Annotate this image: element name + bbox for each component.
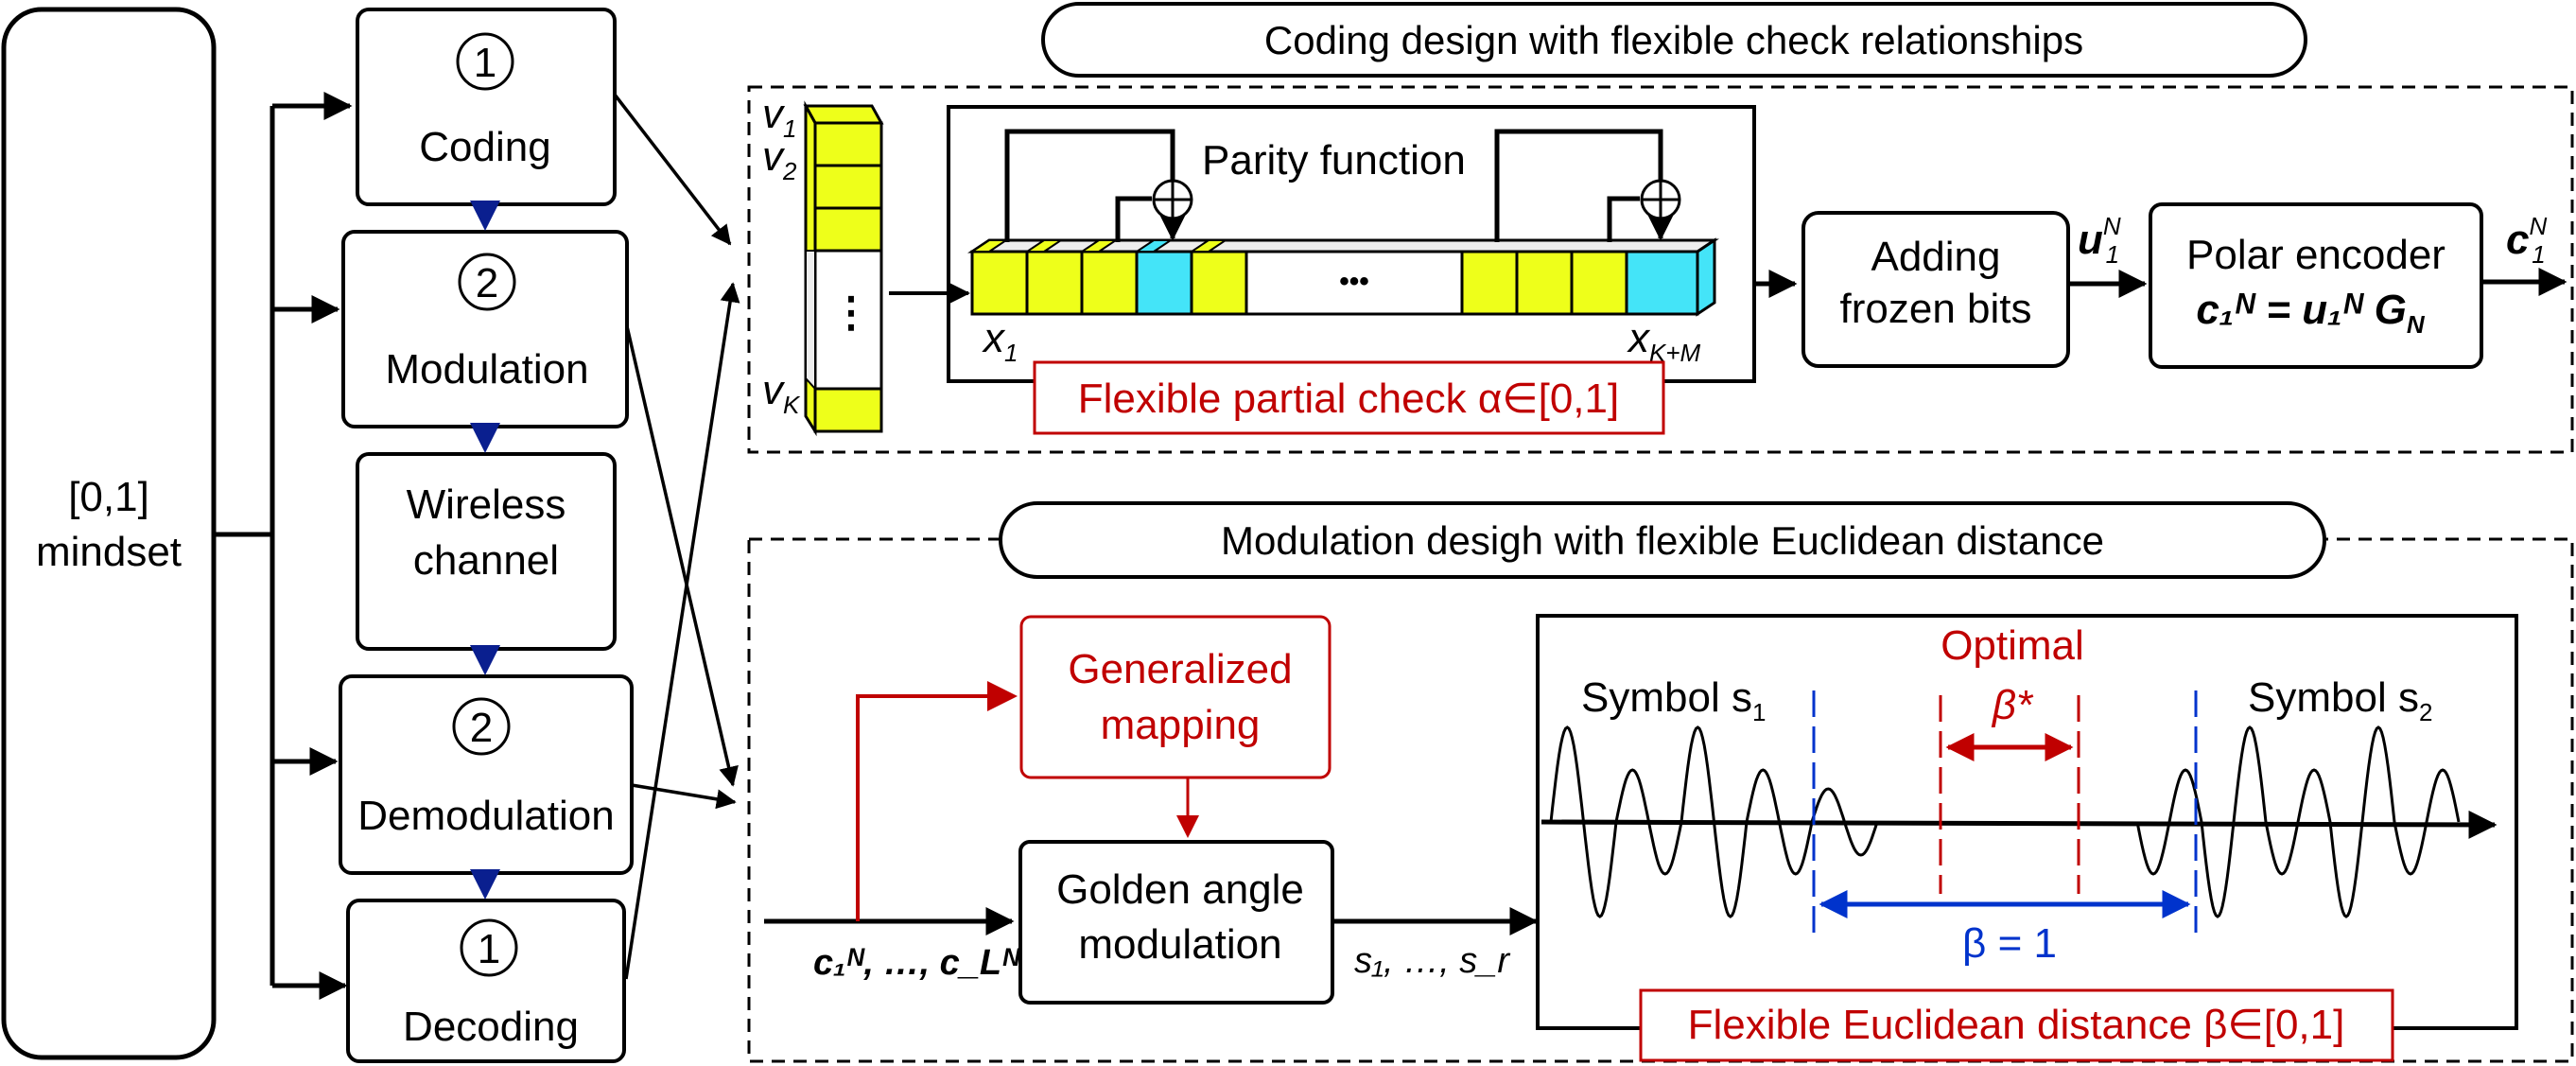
generalized-mapping-label: mapping [1101, 702, 1261, 748]
generalized-mapping-block[interactable]: Generalized mapping [1019, 615, 1332, 779]
step-number-circle [460, 918, 518, 977]
flexible-check-badge: Flexible partial check α∈[0,1] [1033, 360, 1665, 435]
modulation-section: Modulation desigh with flexible Euclidea… [747, 501, 2574, 1063]
info-bit [1080, 250, 1139, 316]
coding-title-pill [1041, 2, 2307, 78]
pipeline-modulation[interactable]: 2 Modulation [341, 230, 629, 428]
beta-one-label: β = 1 [1962, 920, 2057, 967]
adding-frozen-bits-block[interactable]: Adding frozen bits [1801, 211, 2070, 368]
optimal-label: Optimal [1941, 622, 2084, 669]
xor-icon [1152, 179, 1193, 220]
parity-function-label: Parity function [1202, 137, 1466, 183]
time-axis [1540, 810, 2498, 839]
input-vector: ⋮ v1 v2 vK [762, 91, 884, 437]
coding-section-title: Coding design with flexible check relati… [1264, 18, 2083, 62]
info-bit [1460, 250, 1519, 316]
pipeline-demodulation[interactable]: 2 Demodulation [339, 674, 634, 875]
modulation-title-pill [999, 501, 2326, 579]
register-ellipsis: ••• [1339, 266, 1369, 297]
polar-encoder-block[interactable]: Polar encoder c₁ᴺ = u₁ᴺ GN [2149, 202, 2483, 369]
mindset-block: [0,1] mindset [1, 7, 217, 1060]
step-number: 1 [478, 926, 500, 972]
pipeline-label: channel [413, 537, 559, 584]
pipeline-label: Modulation [385, 346, 588, 393]
gam-label: modulation [1078, 921, 1281, 968]
polar-encoder-label: Polar encoder [2186, 232, 2445, 278]
v2-label: v2 [762, 133, 797, 185]
waveform-panel: Symbol s1 Symbol s2 Optimal β* β = 1 Fle… [1536, 614, 2518, 1062]
parity-bit [1135, 250, 1193, 316]
info-bit [1570, 250, 1628, 316]
xkm-label: xK+M [1627, 315, 1701, 367]
coding-section: Coding design with flexible check relati… [747, 2, 2574, 454]
beta-star-label: β* [1991, 682, 2034, 728]
symbol-s2-label: Symbol s2 [2248, 674, 2432, 726]
parity-bit [1625, 250, 1699, 316]
polar-equation: c₁ᴺ = u₁ᴺ GN [2196, 287, 2426, 339]
xor-icon [1640, 179, 1681, 220]
step-number: 2 [476, 260, 498, 306]
step-number: 1 [474, 40, 496, 86]
pipeline-coding[interactable]: 1 Coding [356, 8, 617, 206]
flexible-check-label: Flexible partial check α∈[0,1] [1078, 376, 1619, 422]
vk-label: vK [762, 367, 801, 419]
pipeline-label: Wireless [407, 481, 566, 528]
gam-label: Golden angle [1056, 866, 1304, 913]
info-bit [1190, 250, 1248, 316]
step-number-circle [458, 253, 516, 311]
vector-dots: ⋮ [830, 289, 872, 336]
pipeline-decoding[interactable]: 1 Decoding [346, 899, 626, 1063]
step-number: 2 [470, 705, 493, 751]
frozen-bits-label: frozen bits [1840, 286, 2032, 332]
pipeline-label: Decoding [403, 1004, 579, 1050]
v1-label: v1 [762, 91, 796, 143]
info-bit [1515, 250, 1574, 316]
flexible-distance-label: Flexible Euclidean distance β∈[0,1] [1688, 1002, 2345, 1048]
step-number-circle [456, 32, 514, 91]
bit-register: ••• [967, 237, 1719, 317]
pipeline-wireless-channel[interactable]: Wireless channel [356, 452, 617, 651]
generalized-mapping-label: Generalized [1068, 646, 1292, 692]
pipeline-label: Coding [419, 124, 550, 170]
x1-label: x1 [982, 315, 1018, 367]
mindset-label: mindset [36, 529, 182, 575]
info-bit [970, 250, 1029, 316]
mindset-connectors [214, 92, 353, 1000]
symbol-s1-label: Symbol s1 [1581, 674, 1766, 726]
info-bit [1025, 250, 1084, 316]
section-link-arrows [613, 93, 740, 980]
step-number-circle [452, 697, 511, 756]
flexible-distance-badge: Flexible Euclidean distance β∈[0,1] [1639, 988, 2394, 1062]
golden-angle-modulation-block[interactable]: Golden angle modulation [1018, 840, 1334, 1005]
parity-connections [1004, 129, 1675, 242]
symbols-label: s₁, …, s_r [1354, 941, 1510, 981]
mindset-range: [0,1] [68, 474, 149, 520]
codeword-input-label: c₁ᴺ, …, c_Lᴺ [813, 943, 1021, 983]
frozen-bits-label: Adding [1871, 234, 2000, 280]
pipeline-label: Demodulation [357, 793, 615, 839]
modulation-section-title: Modulation desigh with flexible Euclidea… [1221, 518, 2104, 563]
mapping-branch-arrow [856, 681, 1018, 921]
